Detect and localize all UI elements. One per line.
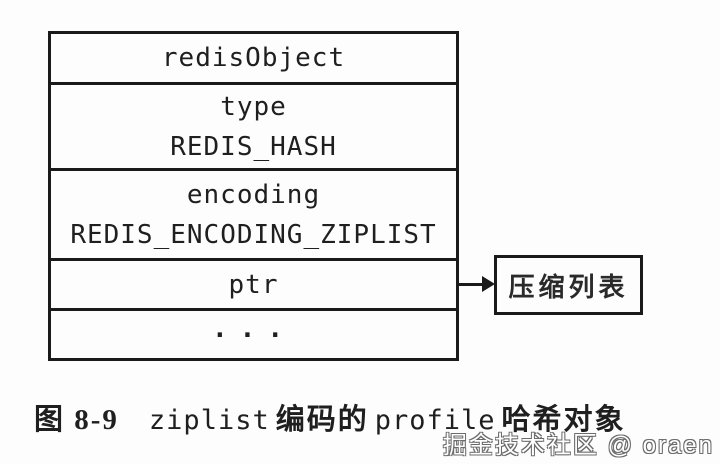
field-value-type: REDIS_HASH: [170, 131, 337, 162]
field-name-ptr: ptr: [228, 269, 279, 300]
figure-number-label: 图 8-9: [34, 404, 119, 436]
field-value-encoding: REDIS_ENCODING_ZIPLIST: [70, 219, 437, 250]
struct-row-redisobject: redisObject: [51, 34, 456, 82]
struct-row-encoding: encoding REDIS_ENCODING_ZIPLIST: [51, 168, 456, 258]
struct-row-ellipsis: ...: [51, 308, 456, 358]
ziplist-target-box: 压缩列表: [494, 255, 643, 315]
ptr-arrowhead-icon: [482, 276, 495, 292]
caption-ziplist-text: ziplist: [148, 405, 270, 436]
watermark-text: 掘金技术社区 @ oraen: [442, 432, 714, 459]
ptr-arrow-line: [459, 283, 487, 286]
caption-encoded-of-text: 编码的: [275, 404, 369, 436]
struct-row-type: type REDIS_HASH: [51, 82, 456, 168]
redisobject-struct-table: redisObject type REDIS_HASH encoding RED…: [48, 31, 459, 361]
caption-hash-object-text: 哈希对象: [501, 404, 626, 436]
field-name-type: type: [220, 91, 287, 122]
struct-title: redisObject: [161, 43, 346, 73]
field-name-encoding: encoding: [186, 179, 321, 210]
struct-row-ptr: ptr: [51, 258, 456, 308]
ziplist-box-label: 压缩列表: [508, 271, 629, 302]
ellipsis-text: ...: [212, 313, 295, 344]
caption-profile-text: profile: [374, 405, 496, 436]
